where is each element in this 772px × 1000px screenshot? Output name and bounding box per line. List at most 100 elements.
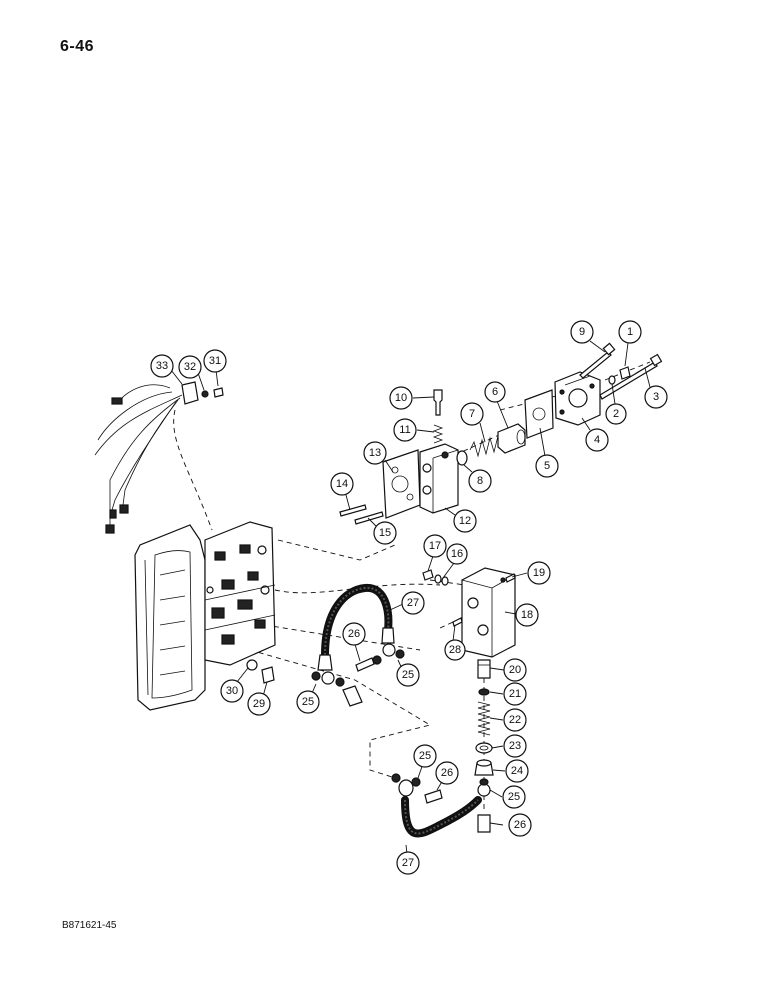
svg-text:32: 32: [184, 361, 196, 373]
harness-connector: [181, 381, 199, 405]
washer-25: [411, 777, 421, 787]
screw-31: [213, 387, 224, 398]
seal-set-16-17: [422, 569, 449, 586]
pin-15: [354, 511, 384, 525]
callout-3: 3: [644, 385, 668, 409]
valve-block-18: [452, 567, 516, 658]
gasket-13: [382, 449, 421, 519]
svg-text:25: 25: [419, 750, 431, 762]
svg-text:25: 25: [508, 791, 520, 803]
relief-valve-stack: [474, 659, 494, 776]
svg-text:30: 30: [226, 685, 238, 697]
callout-12: 12: [453, 509, 477, 533]
svg-text:16: 16: [451, 548, 463, 560]
bolt-3: [599, 361, 658, 400]
callout-25-upper-left: 25: [296, 690, 320, 714]
washer-25: [335, 677, 345, 687]
callout-27-lower: 27: [396, 851, 420, 875]
washer-25: [391, 773, 401, 783]
svg-text:10: 10: [395, 392, 407, 404]
bolt-9: [579, 351, 612, 379]
callout-20: 20: [503, 658, 527, 682]
spring-7: [469, 434, 503, 458]
harness-terminal: [111, 397, 123, 405]
svg-text:3: 3: [653, 391, 659, 403]
washer-25: [479, 778, 489, 786]
dashed-route-harness: [173, 409, 213, 531]
callout-18: 18: [515, 603, 539, 627]
washer-25: [395, 649, 405, 659]
callout-17: 17: [423, 534, 447, 558]
harness-terminal: [119, 504, 129, 514]
dashed-route-block: [274, 583, 441, 594]
svg-text:25: 25: [402, 669, 414, 681]
callout-31: 31: [203, 349, 227, 373]
svg-text:17: 17: [429, 540, 441, 552]
svg-text:29: 29: [253, 698, 265, 710]
wiring-harness: [94, 381, 224, 534]
dashed-route-bolt3: [604, 361, 651, 381]
callout-25-upper-right: 25: [396, 663, 420, 687]
callout-9: 9: [570, 320, 594, 344]
fitting-30: [246, 659, 258, 671]
hose-27-upper: [311, 583, 405, 707]
callout-13: 13: [363, 441, 387, 465]
callout-25-lower-left: 25: [413, 744, 437, 768]
callout-23: 23: [503, 734, 527, 758]
fittings-29-30: [246, 659, 275, 684]
o-ring-2: [608, 375, 616, 385]
ring-16a: [434, 574, 442, 584]
svg-text:2: 2: [613, 408, 619, 420]
svg-text:5: 5: [544, 460, 550, 472]
svg-text:20: 20: [509, 664, 521, 676]
svg-text:21: 21: [509, 688, 521, 700]
svg-text:12: 12: [459, 515, 471, 527]
pin-28: [452, 617, 463, 627]
callout-32: 32: [178, 355, 202, 379]
svg-text:9: 9: [579, 326, 585, 338]
ring-16b: [441, 576, 449, 586]
callout-26-upper: 26: [342, 622, 366, 646]
callout-6: 6: [484, 381, 506, 403]
svg-text:4: 4: [594, 434, 600, 446]
callout-22: 22: [503, 708, 527, 732]
callout-26-lower: 26: [435, 761, 459, 785]
spring-22: [477, 701, 491, 736]
callout-7: 7: [460, 402, 484, 426]
callout-27-upper: 27: [401, 591, 425, 615]
washer-25: [311, 671, 321, 681]
spool-6: [497, 423, 526, 454]
transmission-valve-housing: [134, 521, 276, 711]
callout-21: 21: [503, 682, 527, 706]
callout-26-bottom: 26: [508, 813, 532, 837]
callout-14: 14: [330, 472, 354, 496]
fitting-10: [433, 389, 443, 416]
callout-8: 8: [468, 469, 492, 493]
bolt-26-upper: [355, 657, 375, 672]
svg-text:7: 7: [469, 408, 475, 420]
dashed-route-16-17: [429, 579, 466, 586]
dashed-route-lower: [264, 624, 421, 651]
gasket-5: [524, 389, 554, 439]
callout-30: 30: [220, 679, 244, 703]
hose-27-lower: [391, 773, 491, 838]
svg-text:25: 25: [302, 696, 314, 708]
harness-terminal: [109, 509, 117, 519]
callout-25-lower-right: 25: [502, 785, 526, 809]
o-ring-32: [201, 390, 209, 398]
svg-text:27: 27: [402, 857, 414, 869]
dashed-route-valve-plate: [277, 539, 396, 561]
svg-text:27: 27: [407, 597, 419, 609]
svg-text:22: 22: [509, 714, 521, 726]
svg-text:26: 26: [514, 819, 526, 831]
svg-text:14: 14: [336, 478, 348, 490]
callout-19: 19: [527, 561, 551, 585]
figure-reference-code: B871621-45: [62, 920, 117, 931]
callout-24: 24: [505, 759, 529, 783]
svg-text:11: 11: [399, 424, 410, 436]
fitting-29: [261, 666, 275, 684]
fitting-20: [477, 659, 491, 679]
svg-text:23: 23: [509, 740, 521, 752]
